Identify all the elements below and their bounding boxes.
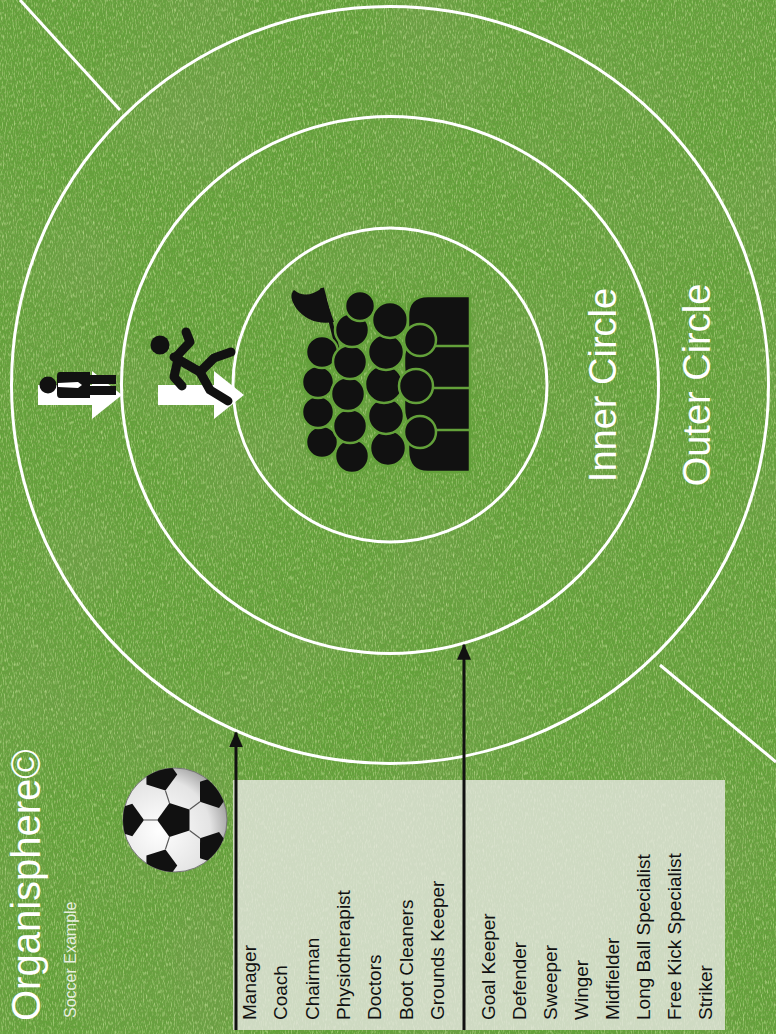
circle-outline [120, 115, 660, 655]
soccer-ball [113, 756, 234, 883]
role-item: Midfielder [602, 938, 624, 1020]
role-item: Striker [695, 965, 717, 1020]
role-list-panel: Manager Coach Chairman PhysiotherapistDocto… [233, 780, 725, 1030]
inner-circle: Inner Circle [120, 115, 660, 655]
footballer-icon [151, 332, 232, 401]
role-item: Physiotherapist [333, 890, 355, 1020]
role-item: Winger [571, 960, 593, 1020]
core-circle [233, 228, 547, 542]
circle-outline [10, 5, 770, 765]
crowd-icon [291, 288, 470, 473]
role-item: Free Kick Specialist [664, 853, 686, 1020]
pitch-line [660, 665, 776, 762]
outer-circle: Outer Circle Inner Circle [10, 5, 770, 765]
role-item: Coach [270, 965, 292, 1020]
role-item: Long Ball Specialist [633, 854, 655, 1020]
role-item: Goal Keeper [478, 913, 500, 1020]
role-item: Grounds Keeper [427, 881, 449, 1020]
connector-arrow [463, 645, 466, 1030]
role-item: Doctors [364, 955, 386, 1020]
circle-stroke [12, 7, 769, 764]
inward-arrow [38, 371, 122, 419]
role-item: Boot Cleaners [396, 900, 418, 1020]
connector-arrow [235, 732, 238, 1030]
role-item: Manager [239, 945, 261, 1020]
circle-label: Outer Circle [676, 5, 719, 765]
role-item: Sweeper [540, 945, 562, 1020]
businessman-icon [40, 372, 117, 398]
subtitle-label: Soccer Example [62, 902, 80, 1019]
role-item: Chairman [302, 938, 324, 1020]
role-item: Defender [509, 942, 531, 1020]
pitch-line [20, 0, 120, 110]
circle-label: Inner Circle [582, 115, 625, 655]
diagram-title: Organisphere© [4, 749, 49, 1021]
circle-stroke [122, 117, 659, 654]
